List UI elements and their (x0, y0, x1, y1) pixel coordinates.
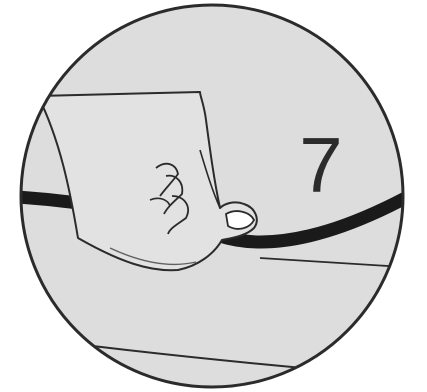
step-number: 7 (296, 125, 346, 205)
